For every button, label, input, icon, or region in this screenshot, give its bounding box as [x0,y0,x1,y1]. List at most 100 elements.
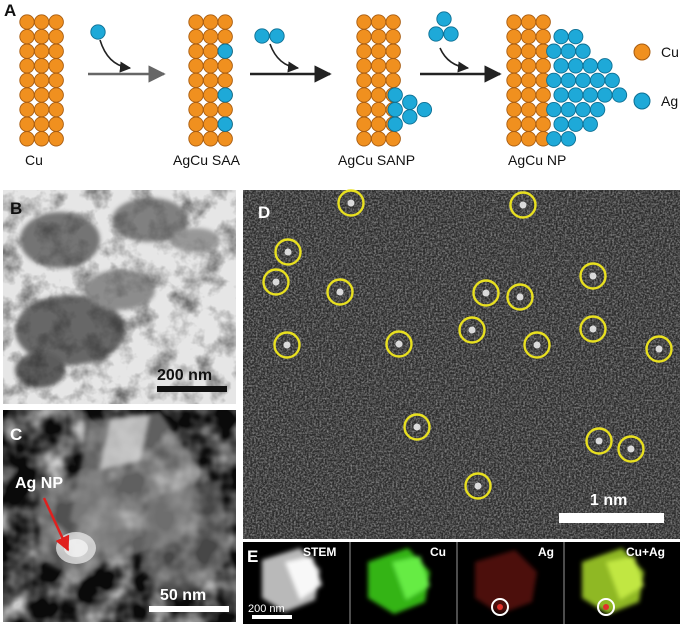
ag-atom [582,58,598,74]
cu-atom [520,43,537,59]
bright-atom [395,340,403,348]
single-atom-marker [506,283,534,311]
ag-atom [402,109,418,125]
single-atom-marker [403,413,431,441]
cu-atom [202,72,219,89]
cu-atom [506,131,522,147]
panel-d-label: D [258,203,270,222]
eds-ag-label: Ag [538,545,554,559]
cu-atom [535,28,551,45]
cu-atom [506,72,522,89]
ag-atom [589,72,606,89]
cu-atom [370,14,387,30]
panel-c: C Ag NP 50 nm [3,410,236,622]
cu-atom [520,101,537,118]
cu-atom [520,87,537,103]
ag-atom [428,26,444,42]
eds-cu-label: Cu [430,545,446,559]
ag-atom [568,28,584,45]
legend-cu-label: Cu [661,44,679,60]
ag-atom [597,87,613,103]
bright-atom [516,293,524,301]
cu-atom [356,58,372,74]
ag-atom [575,72,591,89]
cu-atom [356,72,372,89]
eds-merge-label: Cu+Ag [626,545,665,559]
single-atom-marker [274,238,302,266]
ag-atom [604,72,620,89]
cu-atom [356,43,372,59]
cu-atom [19,116,35,132]
ag-atom [254,28,270,44]
single-atom-markers [262,189,673,500]
cu-atom [506,43,522,59]
stage-label-saa: AgCu SAA [173,152,241,168]
bright-atom [336,288,344,296]
panel-c-scale-bar [149,606,229,612]
ag-atom [546,72,562,89]
atom-stacks [19,11,628,147]
ag-np-annotation: Ag NP [15,475,63,492]
cu-atom [19,87,35,103]
cu-atom [48,14,64,30]
cu-atom [520,28,537,45]
cu-atom [19,58,35,74]
cu-atom [188,58,204,74]
cu-atom [520,116,537,132]
cu-atom [33,43,50,59]
cu-atom [217,28,233,45]
single-atom-marker [472,279,500,307]
cu-atom [535,87,551,103]
cu-atom [217,131,233,147]
legend-cu-swatch [633,43,651,61]
cu-atom [202,87,219,103]
cu-atom [19,131,35,147]
ag-atom [560,72,577,89]
ag-atom [269,28,285,44]
cu-atom [370,72,387,89]
legend-ag-swatch [633,92,651,110]
cu-atom [33,87,50,103]
cu-atom [356,131,372,147]
panel-d-noise [243,190,680,539]
bright-atom [519,201,527,209]
cu-atom [202,58,219,74]
ag-atom [416,101,433,118]
cu-atom [188,43,204,59]
ag-atom [546,131,562,147]
ag-atom [553,116,569,132]
cu-atom [202,116,219,132]
single-atom-marker [464,472,492,500]
stage-label-cu: Cu [25,152,43,168]
cu-atom [33,72,50,89]
bright-atom [655,345,663,353]
bright-atom [482,289,490,297]
single-atom-marker [579,262,607,290]
cu-atom [520,14,537,30]
cu-atom [48,72,64,89]
ag-atom [568,87,584,103]
panel-e-scale-bar [252,615,292,619]
cu-atom [48,58,64,74]
ag-atom [611,87,628,103]
ag-atom [582,87,598,103]
eds-cu-tile: Cu [368,545,446,614]
bright-atom [284,248,292,256]
eds-merge-tile: Cu+Ag [582,545,665,616]
single-atom-marker [645,335,673,363]
single-atom-marker [523,331,551,359]
panel-a: A Cu AgCu SAA AgCu SANP AgCu NP Cu Ag [4,1,679,168]
ag-atom [436,11,452,27]
panel-e: STEM 200 nm Cu Ag [243,542,680,624]
single-atom-marker [585,427,613,455]
cu-atom [188,87,204,103]
cu-atom [506,87,522,103]
bright-atom [589,325,597,333]
eds-ag-tile: Ag [475,545,554,616]
panel-e-scale-label: 200 nm [248,603,285,615]
cu-atom [370,131,387,147]
eds-stem-tile: STEM 200 nm [248,545,336,619]
ag-atom [546,101,562,118]
cu-atom [33,101,50,118]
